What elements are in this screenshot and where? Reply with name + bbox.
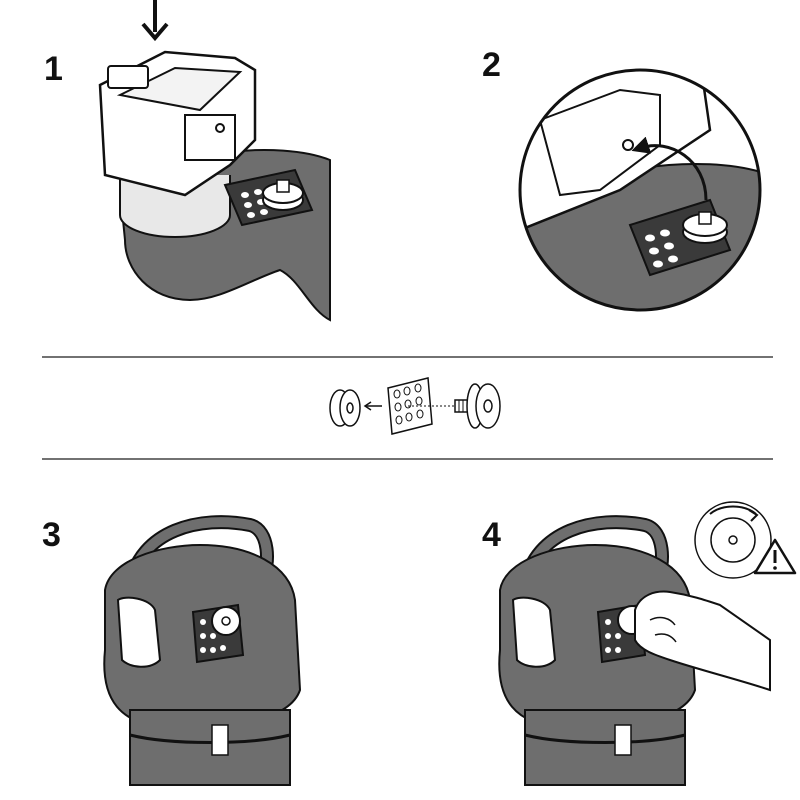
mount-plate [387,377,455,435]
carry-strap [125,517,272,590]
step-number-1: 1 [44,50,63,88]
warning-triangle-icon [753,538,797,575]
base-sleeve [129,709,291,786]
lens-window [116,596,162,668]
step-1-illustration [98,0,331,322]
step-number-4: 4 [482,516,501,554]
tripod-socket [622,139,634,151]
lens-window [511,596,557,668]
magnifier-circle [518,68,762,312]
step-number-2: 2 [482,46,501,84]
thumb-screw [454,383,501,429]
tripod-socket [215,123,225,133]
step-4-illustration [498,501,797,786]
down-arrow-icon [141,0,169,42]
curved-arrow-icon [631,136,708,201]
step-3-illustration [103,515,302,786]
step-number-3: 3 [42,516,61,554]
rotate-arrow-icon [694,501,772,579]
zipper-pull [614,724,632,756]
washer [329,389,361,427]
zipper-pull [211,724,229,756]
left-arrow-icon [363,401,382,411]
base-sleeve [524,709,686,786]
hand [634,590,771,692]
step-2-illustration [518,68,762,312]
viewfinder [107,65,149,89]
carry-strap [520,517,667,590]
camera-cover [498,543,697,730]
parts-diagram [329,377,501,435]
